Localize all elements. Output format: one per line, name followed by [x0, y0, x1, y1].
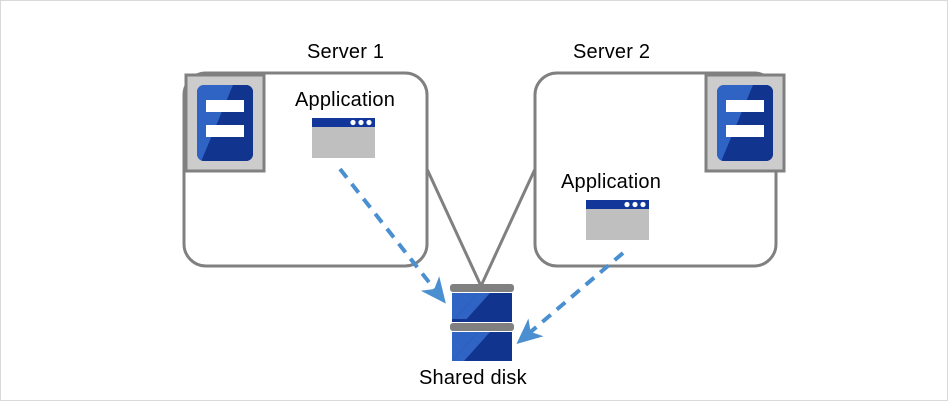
- shared-disk-label: Shared disk: [419, 367, 527, 389]
- shared-disk-icon[interactable]: [450, 284, 514, 361]
- server1-title: Server 1: [307, 41, 385, 63]
- dashed-arrow-app2-to-disk: [516, 251, 625, 345]
- disk-platter-top: [452, 293, 512, 322]
- dashed-arrow-app1-to-disk: [338, 167, 446, 304]
- connector-server2-to-disk: [479, 168, 537, 287]
- server2-icon: [704, 73, 786, 173]
- server1-application-label: Application: [295, 89, 396, 111]
- server2-application-icon[interactable]: [586, 200, 649, 240]
- connector-server1-to-disk: [425, 168, 483, 287]
- server2-application-label: Application: [561, 171, 662, 193]
- server1-icon: [184, 73, 266, 173]
- server1-application-icon[interactable]: [312, 118, 375, 158]
- server2-title: Server 2: [573, 41, 651, 63]
- disk-platter-bottom: [452, 332, 512, 361]
